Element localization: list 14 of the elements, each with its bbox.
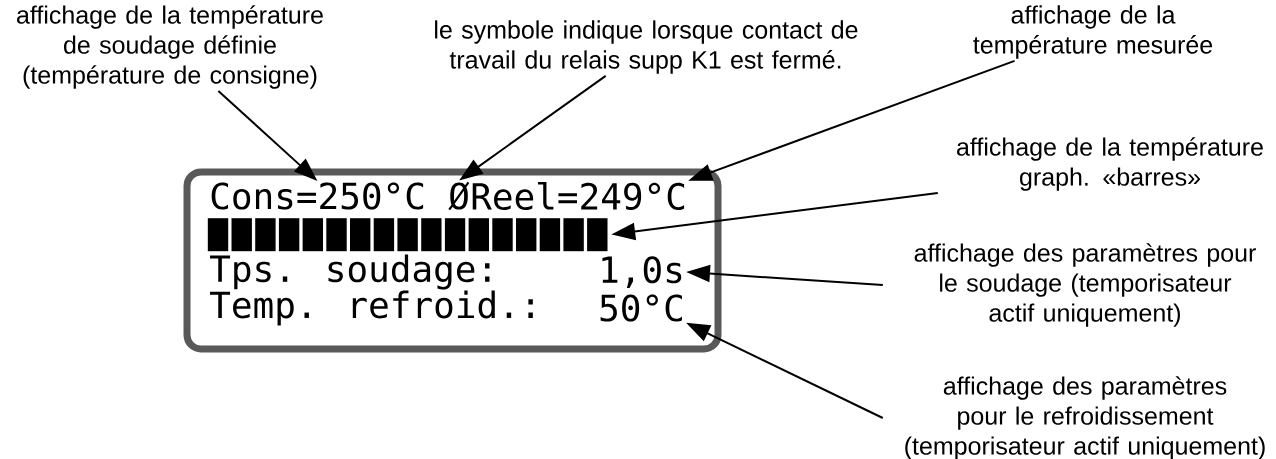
lcd-text: Ø — [448, 181, 470, 211]
callout-text: affichage des paramètres pour le soudage (temporisateur actif uniquement) — [914, 243, 1256, 327]
lcd-text: 1,0s — [602, 256, 682, 288]
lcd-text: Temp. refroid.: — [210, 290, 533, 326]
lcd-text: Cons=250°C — [211, 182, 424, 210]
callout-text: le symbole indique lorsque contact de travail du relais supp K1 est fermé. — [435, 20, 858, 74]
callout-text: affichage des paramètres pour le refroidissement (temporisateur actif uniquement) — [905, 376, 1265, 459]
callout-text: affichage de la température de soudage définie (température de consigne) — [17, 5, 323, 89]
lcd-text: 50°C — [600, 294, 682, 322]
callout-text: affichage de la température graph. «barres» — [957, 137, 1263, 191]
lcd-text: Tps. soudage: — [210, 254, 490, 290]
lcd-text: Reel=249°C — [472, 182, 685, 210]
callout-text: affichage de la température mesurée — [973, 5, 1213, 59]
bar-graph — [207, 218, 608, 252]
